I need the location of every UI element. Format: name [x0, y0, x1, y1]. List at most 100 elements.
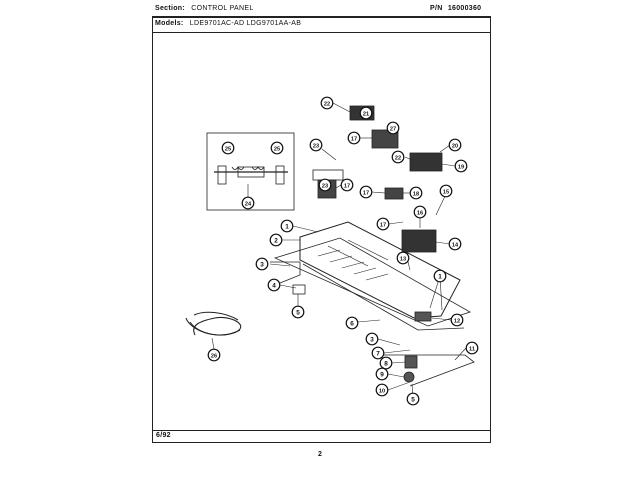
callout-circle — [409, 186, 423, 200]
callout-circle — [365, 332, 379, 346]
callout-22: 22 — [320, 96, 334, 110]
callout-17: 17 — [347, 131, 361, 145]
callout-26: 26 — [207, 348, 221, 362]
callout-24: 24 — [241, 196, 255, 210]
header-rule — [152, 17, 491, 18]
panel-edge — [302, 263, 465, 331]
callout-circle — [379, 356, 393, 370]
callout-circle — [320, 96, 334, 110]
callout-circle — [448, 138, 462, 152]
callout-18: 18 — [409, 186, 423, 200]
part-17-bracket — [312, 169, 344, 181]
callout-10: 10 — [375, 383, 389, 397]
callout-2: 2 — [269, 233, 283, 247]
callout-15: 15 — [439, 184, 453, 198]
callout-circle — [347, 131, 361, 145]
models-rule — [152, 32, 491, 33]
callout-circle — [375, 383, 389, 397]
callout-circle — [359, 106, 373, 120]
callout-number: 19 — [458, 164, 464, 170]
callout-17: 17 — [340, 178, 354, 192]
control-panel-base — [299, 221, 461, 319]
callout-1: 1 — [280, 219, 294, 233]
callout-circle — [448, 237, 462, 251]
callout-3: 3 — [255, 257, 269, 271]
panel-ribs — [317, 249, 389, 281]
callout-number: 1 — [285, 223, 289, 230]
callout-3: 3 — [365, 332, 379, 346]
inset-detail-box — [206, 132, 295, 211]
callout-number: 26 — [211, 353, 217, 359]
callout-16: 16 — [413, 205, 427, 219]
callout-number: 6 — [350, 320, 354, 327]
callout-number: 17 — [363, 190, 369, 196]
control-panel-frame — [273, 237, 471, 327]
part-8-knob — [404, 355, 418, 369]
page-number: 2 — [318, 451, 323, 458]
callout-number: 3 — [260, 261, 264, 268]
callout-12: 12 — [450, 313, 464, 327]
pn-value: 16000360 — [447, 5, 482, 12]
callout-23: 23 — [309, 138, 323, 152]
callout-number: 27 — [390, 126, 396, 132]
models-row: Models: LDE9701AC-AD LDG9701AA-AB — [155, 20, 301, 27]
callout-circle — [318, 178, 332, 192]
callout-14: 14 — [448, 237, 462, 251]
callout-11: 11 — [465, 341, 479, 355]
footer-rule — [152, 430, 491, 431]
callout-number: 8 — [384, 360, 388, 367]
callout-circle — [291, 305, 305, 319]
callout-number: 22 — [395, 155, 401, 161]
callout-circle — [221, 141, 235, 155]
callout-number: 9 — [380, 371, 384, 378]
part-14-component — [401, 229, 437, 253]
callout-number: 15 — [443, 189, 449, 195]
callout-23: 23 — [318, 178, 332, 192]
callout-5: 5 — [406, 392, 420, 406]
callout-4: 4 — [267, 278, 281, 292]
callout-number: 5 — [296, 309, 300, 316]
callout-number: 12 — [454, 318, 460, 324]
part-number: P/N 16000360 — [430, 5, 481, 12]
callout-number: 21 — [363, 111, 369, 117]
callout-number: 23 — [322, 183, 328, 189]
callout-circle — [207, 348, 221, 362]
models-label: Models: — [155, 20, 184, 27]
callout-number: 25 — [225, 146, 231, 152]
callout-22: 22 — [391, 150, 405, 164]
part-18-component — [384, 187, 404, 200]
part-9-knob — [403, 371, 415, 383]
panel-slots — [327, 239, 389, 267]
pn-label: P/N — [430, 5, 443, 12]
part-12-component — [414, 311, 432, 322]
section-value: CONTROL PANEL — [191, 5, 254, 12]
callout-circle — [391, 150, 405, 164]
callout-circle — [267, 278, 281, 292]
models-value: LDE9701AC-AD LDG9701AA-AB — [189, 20, 302, 27]
mounting-clip — [292, 284, 306, 295]
callout-number: 24 — [245, 201, 252, 207]
callout-6: 6 — [345, 316, 359, 330]
callout-number: 11 — [469, 346, 475, 352]
callout-number: 14 — [452, 242, 459, 248]
parts-sheet-border — [152, 16, 491, 443]
callout-number: 17 — [351, 136, 357, 142]
callout-13: 13 — [396, 251, 410, 265]
callout-number: 17 — [344, 183, 350, 189]
callout-circle — [371, 346, 385, 360]
hinge-bracket-right — [275, 165, 285, 185]
side-bracket — [270, 261, 301, 286]
callout-5: 5 — [291, 305, 305, 319]
callout-circle — [376, 217, 390, 231]
section-label: Section: CONTROL PANEL — [155, 5, 254, 12]
callout-circle — [413, 205, 427, 219]
callout-circle — [345, 316, 359, 330]
callout-circle — [465, 341, 479, 355]
callout-number: 22 — [324, 101, 330, 107]
callout-17: 17 — [376, 217, 390, 231]
callout-number: 18 — [413, 191, 419, 197]
callout-circle — [359, 185, 373, 199]
callout-number: 16 — [417, 210, 423, 216]
